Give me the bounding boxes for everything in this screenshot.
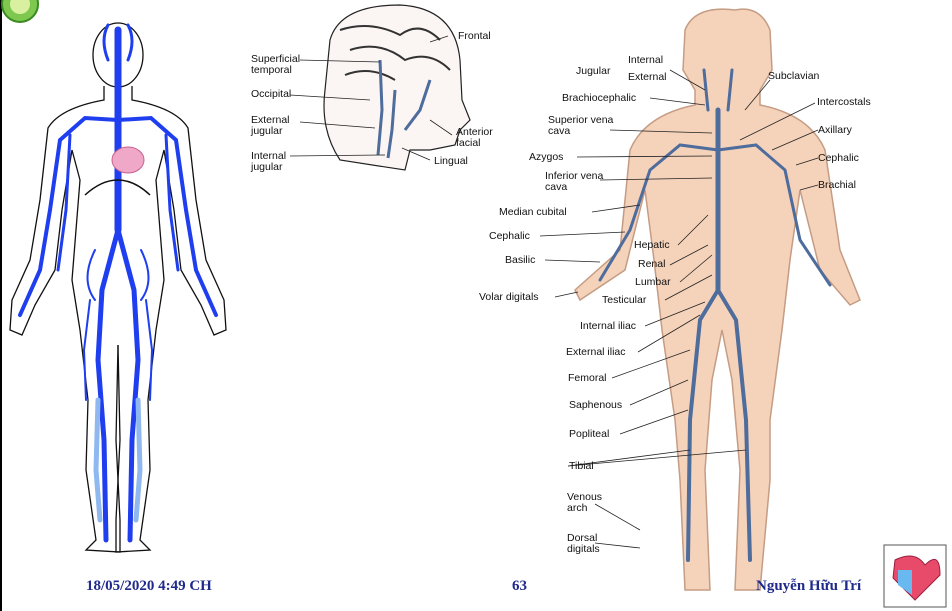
heart-icon	[112, 147, 144, 173]
label-internal-iliac: Internal iliac	[580, 321, 636, 332]
label-anterior-facial: Anterior facial	[456, 127, 493, 149]
label-dorsal-digitals: Dorsal digitals	[567, 533, 600, 555]
label-median-cubital: Median cubital	[499, 207, 567, 218]
label-testicular: Testicular	[602, 295, 646, 306]
label-saphenous: Saphenous	[569, 400, 622, 411]
label-volar-digitals: Volar digitals	[479, 292, 539, 303]
label-cephalic-left: Cephalic	[489, 231, 530, 242]
label-hepatic: Hepatic	[634, 240, 670, 251]
footer-author: Nguyễn Hữu Trí	[756, 578, 861, 595]
label-occipital: Occipital	[251, 89, 291, 100]
label-renal: Renal	[638, 259, 665, 270]
heart-logo-icon	[884, 545, 946, 607]
label-inferior-vena-cava: Inferior vena cava	[545, 171, 603, 193]
label-lumbar: Lumbar	[635, 277, 671, 288]
head-veins-figure	[324, 5, 470, 170]
label-frontal: Frontal	[458, 31, 491, 42]
label-intercostals: Intercostals	[817, 97, 871, 108]
label-external-iliac: External iliac	[566, 347, 626, 358]
label-jugular: Jugular	[576, 66, 610, 77]
label-azygos: Azygos	[529, 152, 563, 163]
label-axillary: Axillary	[818, 125, 852, 136]
label-brachial: Brachial	[818, 180, 856, 191]
footer-date: 18/05/2020 4:49 CH	[86, 578, 212, 595]
label-brachiocephalic: Brachiocephalic	[562, 93, 636, 104]
label-tibial: Tibial	[569, 461, 594, 472]
label-venous-arch: Venous arch	[567, 492, 602, 514]
label-superficial-temporal: Superficial temporal	[251, 54, 300, 76]
schematic-veins	[20, 25, 216, 540]
label-external: External	[628, 72, 667, 83]
label-basilic: Basilic	[505, 255, 535, 266]
label-femoral: Femoral	[568, 373, 607, 384]
label-subclavian: Subclavian	[768, 71, 819, 82]
label-superior-vena-cava: Superior vena cava	[548, 115, 613, 137]
label-cephalic-right: Cephalic	[818, 153, 859, 164]
label-internal-jugular: Internal jugular	[251, 151, 286, 173]
label-popliteal: Popliteal	[569, 429, 609, 440]
logo-icon	[2, 0, 38, 22]
label-internal: Internal	[628, 55, 663, 66]
label-lingual: Lingual	[434, 156, 468, 167]
label-external-jugular: External jugular	[251, 115, 290, 137]
footer-page-number: 63	[512, 578, 527, 595]
